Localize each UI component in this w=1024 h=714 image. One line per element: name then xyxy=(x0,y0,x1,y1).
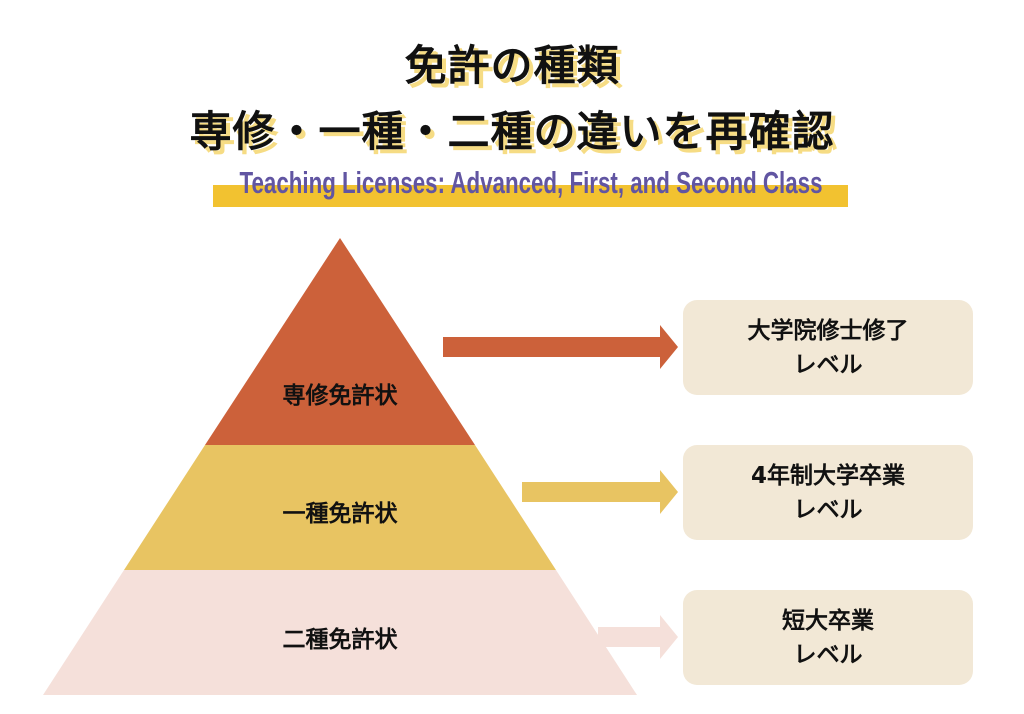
title-line-2: 専修・一種・二種の違いを再確認 xyxy=(189,107,835,156)
subtitle: Teaching Licenses: Advanced, First, and … xyxy=(239,165,822,200)
level-suffix: レベル xyxy=(793,641,863,668)
level-text: 大学院修士修了 xyxy=(747,317,909,344)
level-text: 4年制大学卒業 xyxy=(750,462,905,489)
pyramid-tier-second xyxy=(43,570,637,695)
level-suffix: レベル xyxy=(793,351,863,378)
arrow-advanced xyxy=(443,325,678,369)
level-box-second: 短大卒業 レベル xyxy=(683,590,973,685)
tier-label-second: 二種免許状 xyxy=(282,627,398,653)
subtitle-highlight xyxy=(213,185,848,207)
level-text: 短大卒業 xyxy=(782,607,874,634)
level-box-first: 4年制大学卒業 レベル xyxy=(683,445,973,540)
level-box-advanced: 大学院修士修了 レベル xyxy=(683,300,973,395)
tier-label-advanced: 専修免許状 xyxy=(282,383,398,409)
arrow-first xyxy=(522,470,678,514)
title-line-1: 免許の種類 xyxy=(404,41,620,90)
level-suffix: レベル xyxy=(793,496,863,523)
pyramid-tier-first xyxy=(124,445,556,570)
tier-label-first: 一種免許状 xyxy=(282,501,398,527)
subtitle-block: Teaching Licenses: Advanced, First, and … xyxy=(213,165,848,211)
arrow-second xyxy=(598,615,678,659)
pyramid-tier-advanced xyxy=(205,238,475,445)
